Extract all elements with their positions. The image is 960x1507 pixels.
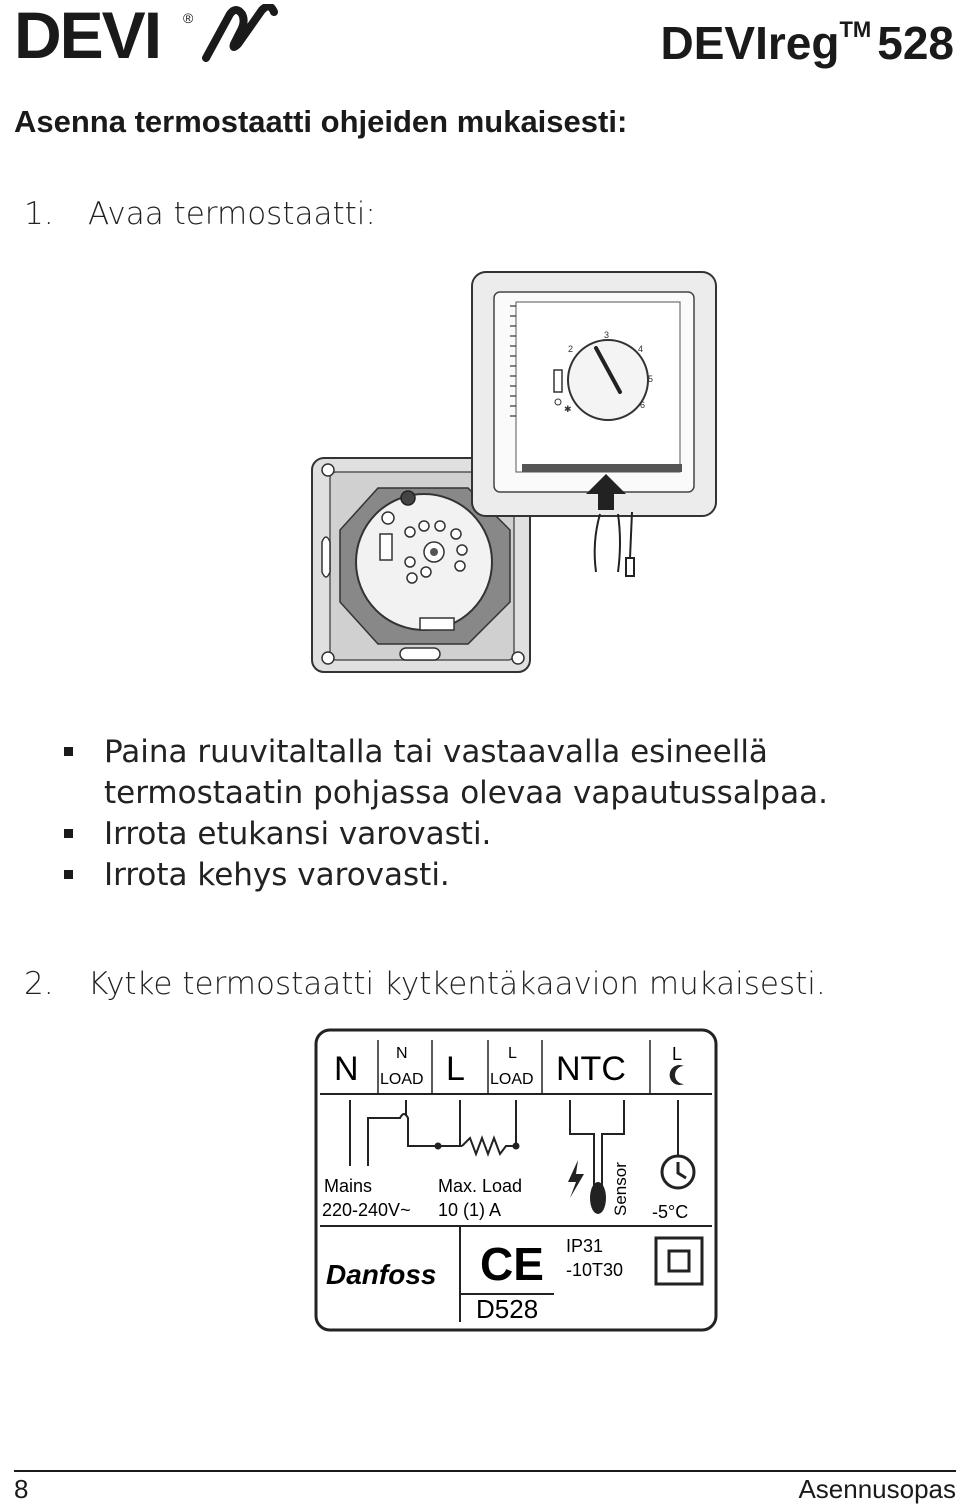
model-code: D528: [476, 1294, 538, 1324]
terminal-n-load-top: N: [396, 1045, 408, 1062]
footer-divider: [14, 1470, 956, 1472]
dial-number: 4: [638, 344, 643, 354]
screwdriver-icon: [593, 511, 635, 577]
instruction-item: Irrota etukansi varovasti.: [60, 814, 960, 855]
wiring-diagram: N N LOAD L L LOAD NTC L Mains 220-240V~ …: [314, 1028, 718, 1332]
mains-voltage: 220-240V~: [322, 1200, 411, 1220]
max-load-label: Max. Load: [438, 1176, 522, 1196]
step-1: 1.Avaa termostaatti:: [24, 196, 376, 232]
dial-number: 6: [640, 400, 645, 410]
mains-label: Mains: [324, 1176, 372, 1196]
footer-label: Asennusopas: [798, 1474, 956, 1504]
double-insulation-icon: [654, 1236, 704, 1286]
terminal-l-load-bottom: LOAD: [490, 1071, 534, 1088]
instruction-item: Paina ruuvitaltalla tai vastaavalla esin…: [60, 732, 934, 814]
ce-mark: CE: [480, 1238, 544, 1290]
page-heading: Asenna termostaatti ohjeiden mukaisesti:: [14, 104, 628, 139]
dial-number: 3: [604, 330, 609, 340]
manufacturer-logo: Danfoss: [326, 1259, 436, 1290]
terminal-l-clock: L: [672, 1044, 682, 1064]
snowflake-icon: ✱: [564, 404, 572, 414]
push-arrow-icon: [586, 474, 626, 510]
dial-number: 5: [648, 374, 653, 384]
page-number: 8: [14, 1474, 29, 1504]
dial-number: 2: [568, 344, 573, 354]
lightning-icon: [568, 1160, 584, 1198]
front-frame: 2 3 4 5 6 ✱: [471, 271, 717, 517]
instruction-item: Irrota kehys varovasti.: [60, 855, 960, 896]
setback-temperature: -5°C: [652, 1202, 688, 1222]
terminal-n: N: [334, 1050, 359, 1088]
registered-mark: ®: [183, 10, 194, 26]
temperature-class: -10T30: [566, 1260, 623, 1280]
moon-icon: [669, 1065, 684, 1085]
brand-logo: DEVI: [14, 0, 162, 72]
max-load-value: 10 (1) A: [438, 1200, 501, 1220]
terminal-ntc: NTC: [556, 1050, 626, 1088]
clock-icon: [660, 1154, 696, 1190]
devi-wave-logo-icon: [202, 4, 278, 62]
ip-rating: IP31: [566, 1236, 603, 1256]
sensor-probe-icon: [590, 1182, 606, 1214]
thermostat-opening-illustration: 2 3 4 5 6 ✱: [311, 271, 717, 673]
terminal-l: L: [446, 1050, 465, 1088]
terminal-n-load-bottom: LOAD: [380, 1071, 424, 1088]
terminal-l-load-top: L: [508, 1045, 517, 1062]
sensor-label: Sensor: [611, 1162, 630, 1216]
step-1-instructions: Paina ruuvitaltalla tai vastaavalla esin…: [60, 732, 960, 896]
step-2: 2.Kytke termostaatti kytkentäkaavion muk…: [24, 966, 826, 1002]
